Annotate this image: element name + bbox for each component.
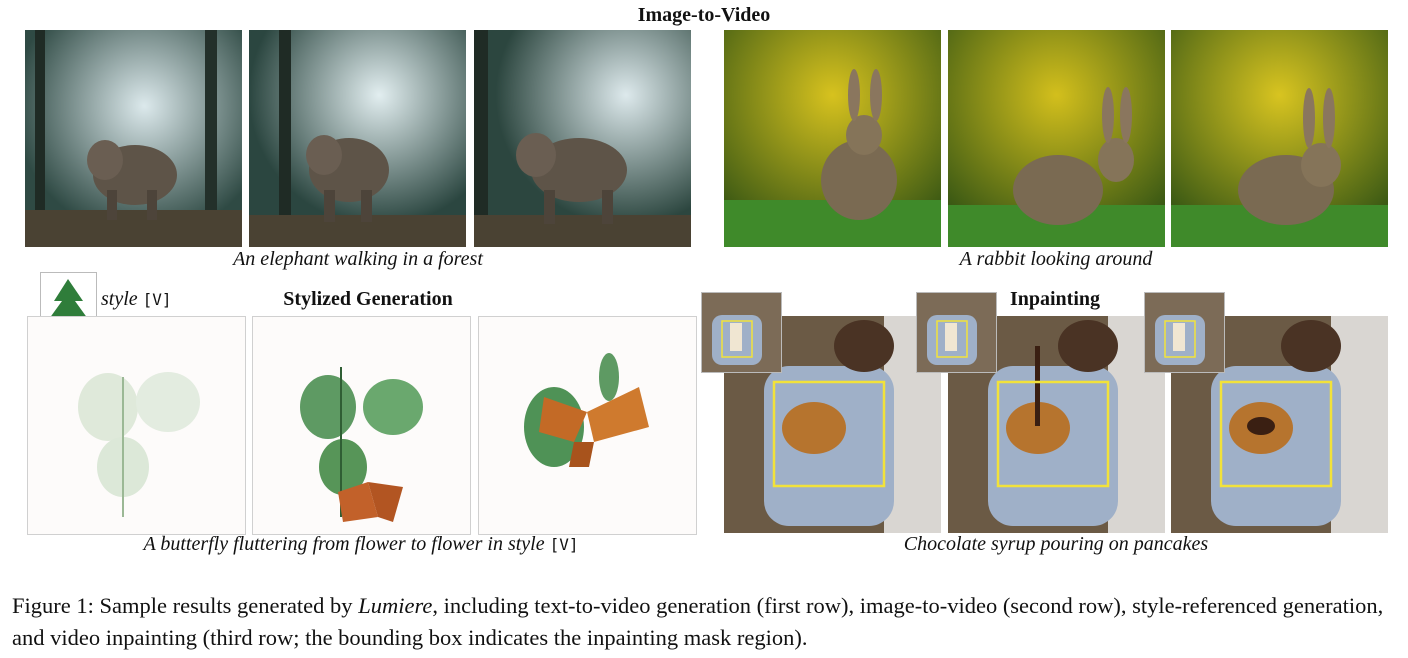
figure-caption: Figure 1: Sample results generated by Lu… [12,590,1402,654]
elephant-frame-3 [474,30,691,247]
section-title-stylized-generation: Stylized Generation [283,288,453,310]
style-token: [V] [142,290,172,309]
figure-caption-model: Lumiere [358,593,433,618]
figure-caption-after: , including text-to-video generation (fi… [12,593,1384,650]
inpainting-frame-3 [1171,316,1388,533]
rabbit-frame-3 [1171,30,1388,247]
figure-caption-before: Sample results generated by [99,593,353,618]
section-title-image-to-video: Image-to-Video [637,4,771,26]
caption-butterfly-token: [V] [549,535,579,554]
stylized-frame-2 [252,316,471,535]
style-reference-label: style [V] [101,288,172,311]
inpainting-input-thumb-3 [1144,292,1225,373]
stylized-frame-3 [478,316,697,535]
section-title-inpainting: Inpainting [1009,288,1101,310]
rabbit-frame-2 [948,30,1165,247]
inpainting-input-thumb-2 [916,292,997,373]
caption-pancakes: Chocolate syrup pouring on pancakes [903,533,1209,555]
elephant-frame-2 [249,30,466,247]
rabbit-frame-1 [724,30,941,247]
caption-butterfly: A butterfly fluttering from flower to fl… [27,533,695,556]
elephant-frame-1 [25,30,242,247]
stylized-frame-1 [27,316,246,535]
inpainting-input-thumb-1 [701,292,782,373]
caption-elephant: An elephant walking in a forest [233,248,483,270]
caption-butterfly-text: A butterfly fluttering from flower to fl… [143,533,545,555]
figure-label: Figure 1: [12,593,94,618]
caption-rabbit: A rabbit looking around [959,248,1153,270]
style-word: style [101,288,138,310]
